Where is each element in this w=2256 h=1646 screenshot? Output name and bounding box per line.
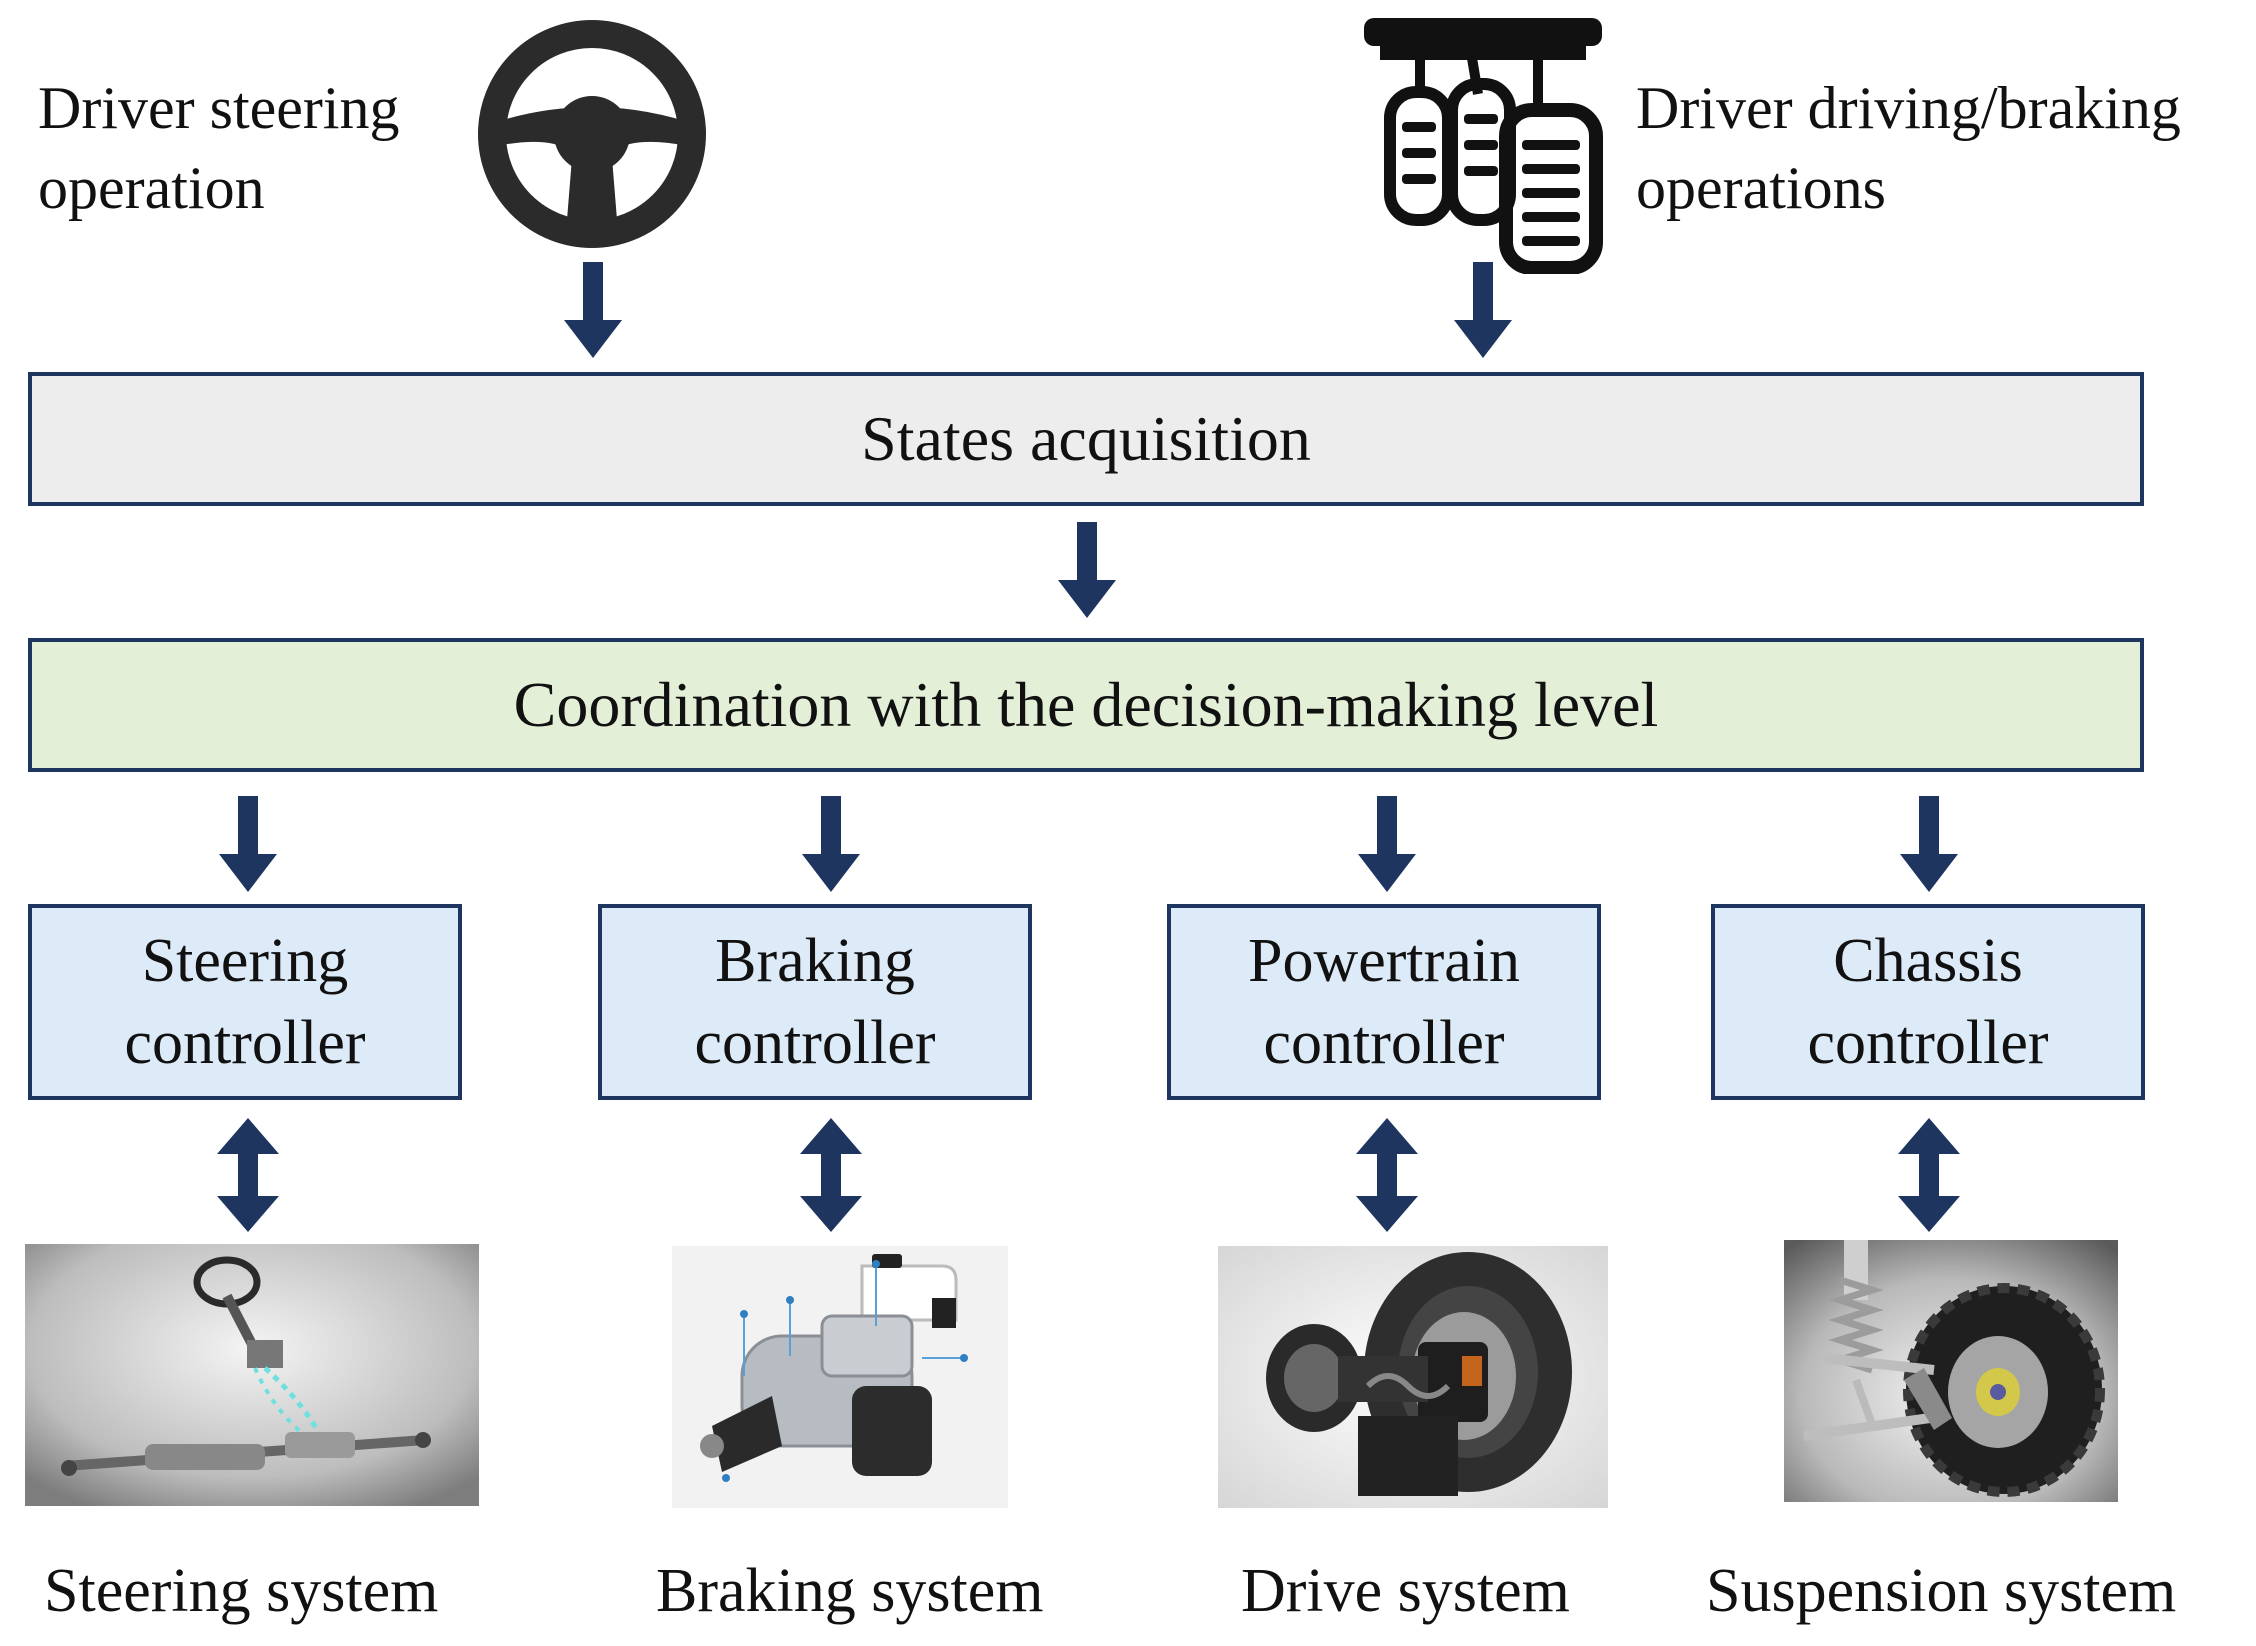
- states-to-coordination-arrow: [1058, 522, 1116, 618]
- pedals-input-arrow: [1454, 262, 1512, 358]
- powertrain-controller-line1: Powertrain: [1247, 927, 1521, 995]
- driver-pedals-label: Driver driving/braking operations: [1636, 68, 2181, 228]
- drive-system-label: Drive system: [1241, 1557, 1570, 1625]
- steering-controller-line1: Steering: [141, 927, 349, 995]
- powertrain-controller-line2: controller: [1263, 1009, 1505, 1077]
- drive-system-image: [1218, 1246, 1608, 1508]
- driver-pedals-label-line2: operations: [1636, 155, 1886, 221]
- driver-steering-label-line1: Driver steering: [38, 75, 400, 141]
- coordination-bar: Coordination with the decision-making le…: [28, 638, 2144, 772]
- chassis-controller-box: Chassis controller: [1711, 904, 2145, 1100]
- steering-system-label: Steering system: [44, 1557, 439, 1625]
- coordination-label: Coordination with the decision-making le…: [513, 669, 1659, 740]
- powertrain-controller-box: Powertrain controller: [1167, 904, 1601, 1100]
- coordination-to-chassis-arrow: [1900, 796, 1958, 892]
- braking-controller-line2: controller: [694, 1009, 936, 1077]
- driver-pedals-label-line1: Driver driving/braking: [1636, 75, 2181, 141]
- braking-controller-line1: Braking: [715, 927, 915, 995]
- chassis-double-arrow: [1898, 1118, 1960, 1232]
- suspension-system-label: Suspension system: [1706, 1557, 2177, 1625]
- steering-controller-line2: controller: [124, 1009, 366, 1077]
- coordination-to-braking-arrow: [802, 796, 860, 892]
- braking-double-arrow: [800, 1118, 862, 1232]
- chassis-controller-line1: Chassis: [1833, 927, 2023, 995]
- braking-system-image: [672, 1246, 1008, 1508]
- states-acquisition-label: States acquisition: [861, 403, 1311, 474]
- braking-controller-box: Braking controller: [598, 904, 1032, 1100]
- driver-steering-label-line2: operation: [38, 155, 265, 221]
- braking-system-label: Braking system: [656, 1557, 1044, 1625]
- steering-system-image: [25, 1244, 479, 1506]
- chassis-controller-line2: controller: [1807, 1009, 2049, 1077]
- powertrain-double-arrow: [1356, 1118, 1418, 1232]
- steering-wheel-icon: [478, 20, 706, 248]
- suspension-system-image: [1784, 1240, 2118, 1502]
- coordination-to-powertrain-arrow: [1358, 796, 1416, 892]
- steering-input-arrow: [564, 262, 622, 358]
- driver-steering-label: Driver steering operation: [38, 68, 400, 228]
- steering-double-arrow: [217, 1118, 279, 1232]
- pedals-icon: [1364, 18, 1603, 274]
- steering-controller-box: Steering controller: [28, 904, 462, 1100]
- states-acquisition-bar: States acquisition: [28, 372, 2144, 506]
- coordination-to-steering-arrow: [219, 796, 277, 892]
